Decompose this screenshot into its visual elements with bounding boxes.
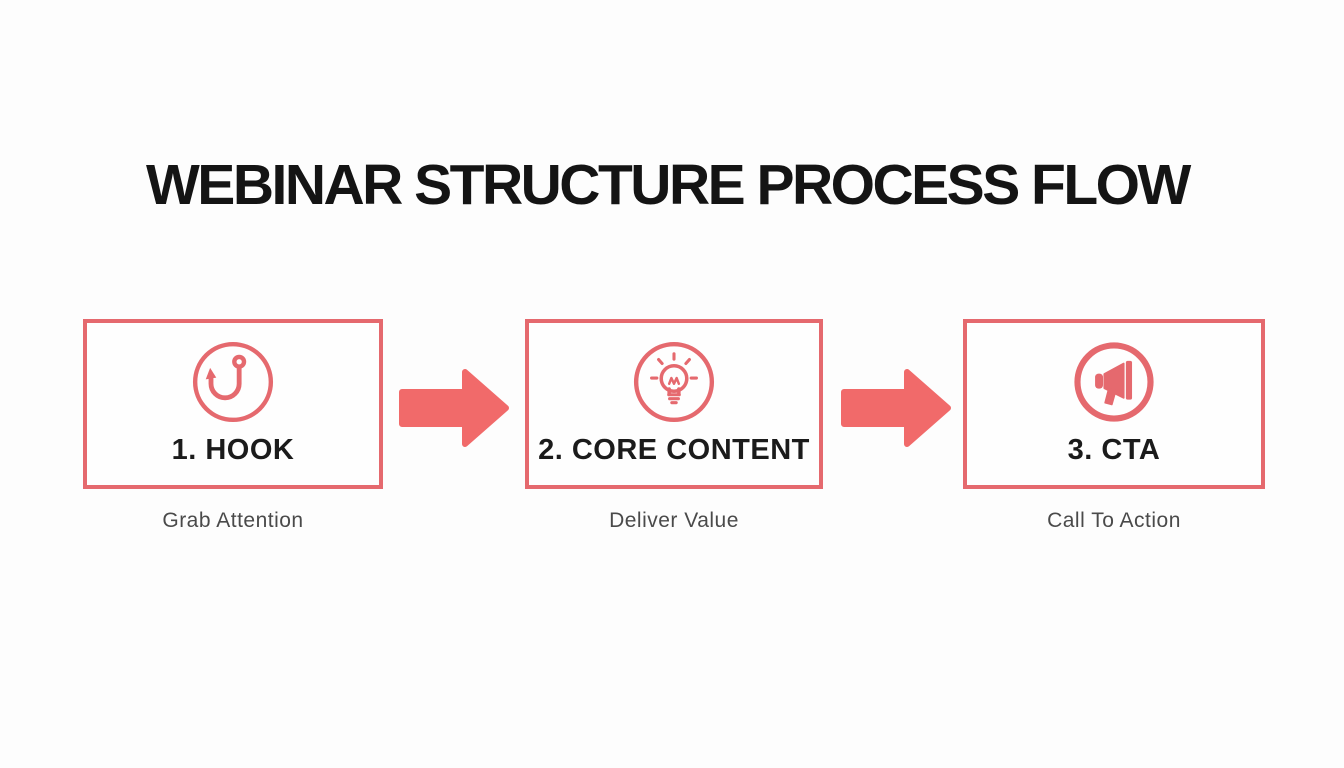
lightbulb-icon — [630, 338, 718, 426]
step-hook: 1. HOOK Grab Attention — [83, 319, 383, 533]
step-cta-subtitle: Call To Action — [1047, 509, 1181, 532]
step-cta-label: 3. CTA — [1067, 434, 1161, 466]
step-hook-label: 1. HOOK — [171, 434, 295, 466]
page-title: WEBINAR STRUCTURE PROCESS FLOW — [146, 153, 1191, 217]
step-core-content-subtitle: Deliver Value — [609, 509, 739, 532]
fish-hook-icon — [189, 338, 277, 426]
step-core-content-box: 2. CORE CONTENT — [525, 319, 823, 489]
step-cta-box: 3. CTA — [963, 319, 1265, 489]
step-hook-box: 1. HOOK — [83, 319, 383, 489]
arrow-right-icon — [841, 365, 953, 451]
step-core-content-label: 2. CORE CONTENT — [538, 434, 810, 466]
arrow-right-icon — [399, 365, 511, 451]
step-hook-subtitle: Grab Attention — [162, 509, 304, 532]
step-cta: 3. CTA Call To Action — [963, 319, 1265, 533]
step-core-content: 2. CORE CONTENT Deliver Value — [525, 319, 823, 533]
megaphone-icon — [1070, 338, 1158, 426]
